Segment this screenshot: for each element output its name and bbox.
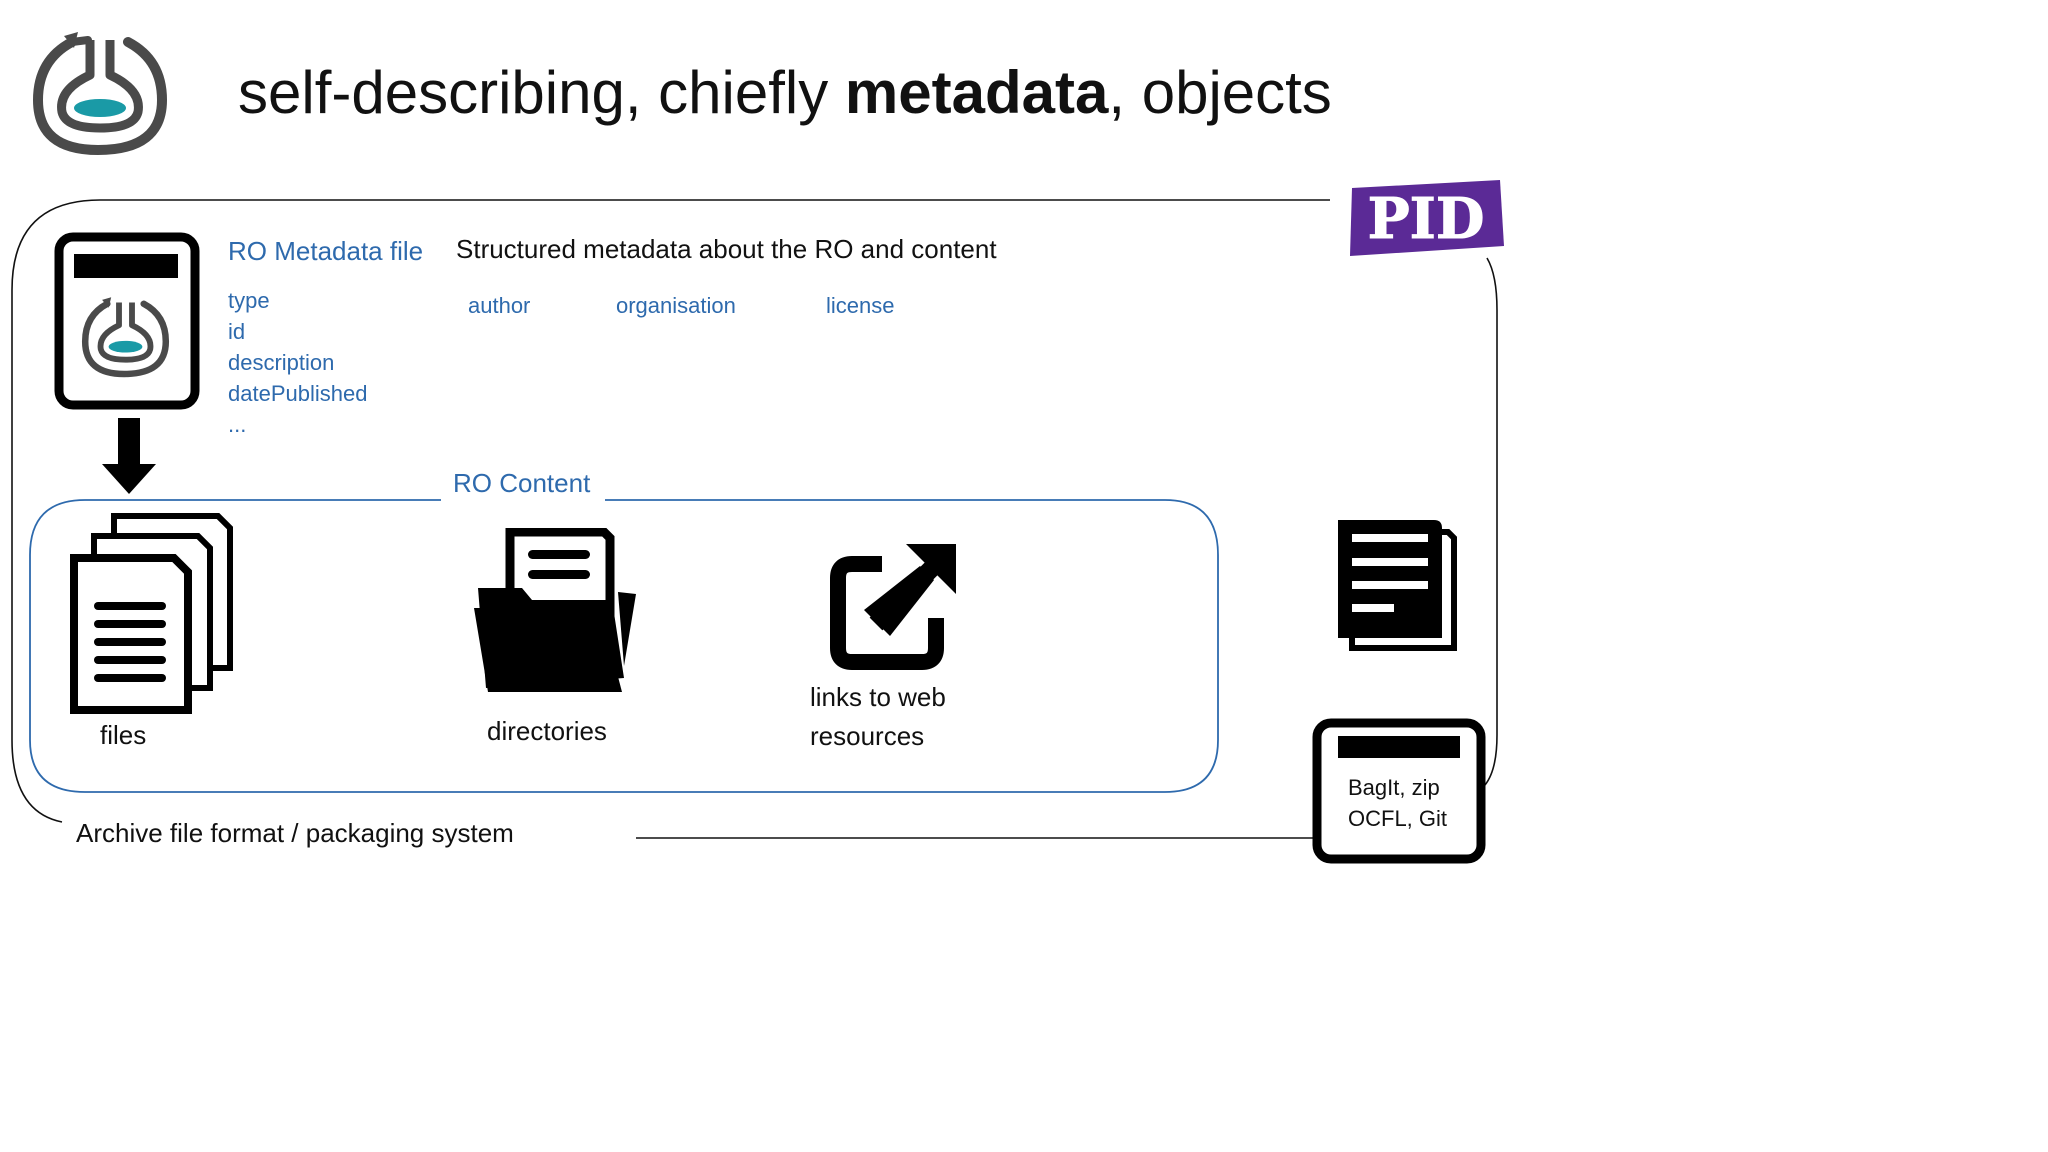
folder-icon	[474, 528, 636, 692]
archive-container-icon	[1312, 718, 1486, 864]
title-suffix: , objects	[1108, 59, 1332, 126]
metadata-field: datePublished	[228, 381, 368, 406]
title-prefix: self-describing, chiefly	[238, 59, 845, 126]
metadata-field: id	[228, 319, 246, 344]
metadata-field-list: type id description datePublished ...	[228, 285, 367, 440]
contextual-entity-organisation: organisation	[616, 293, 736, 318]
pid-badge-text: PID	[1368, 186, 1485, 252]
archive-boundary-right	[1484, 257, 1498, 786]
metadata-file-icon	[54, 232, 200, 410]
directories-label: directories	[487, 716, 607, 746]
pid-badge-icon: PID	[1350, 180, 1504, 256]
down-arrow-icon	[102, 418, 156, 494]
archive-formats: BagIt, zip OCFL, Git	[1348, 772, 1447, 834]
archive-label: Archive file format / packaging system	[76, 818, 514, 848]
metadata-field: ...	[228, 412, 247, 437]
external-link-icon	[830, 544, 956, 670]
metadata-field: description	[228, 350, 335, 375]
documents-icon	[1338, 520, 1457, 651]
title-bold: metadata	[844, 59, 1109, 126]
diagram-lines	[11, 199, 1498, 839]
links-label: links to web resources	[810, 678, 946, 756]
files-icon	[70, 513, 233, 714]
ro-crate-logo-icon	[32, 32, 168, 156]
archive-formats-line2: OCFL, Git	[1348, 806, 1448, 831]
metadata-description: Structured metadata about the RO and con…	[456, 234, 997, 264]
metadata-file-label: RO Metadata file	[228, 236, 424, 266]
files-label: files	[100, 720, 147, 750]
archive-formats-line1: BagIt, zip	[1348, 775, 1440, 800]
links-label-line1: links to web	[810, 682, 946, 712]
archive-boundary	[11, 199, 1330, 823]
metadata-field: type	[228, 288, 270, 313]
contextual-entity-author: author	[468, 293, 531, 318]
ro-content-frame	[29, 499, 1219, 793]
page-title: self-describing, chiefly metadata, objec…	[238, 58, 1332, 127]
links-label-line2: resources	[810, 721, 925, 751]
ro-content-label: RO Content	[453, 468, 591, 498]
contextual-entity-license: license	[826, 293, 895, 318]
